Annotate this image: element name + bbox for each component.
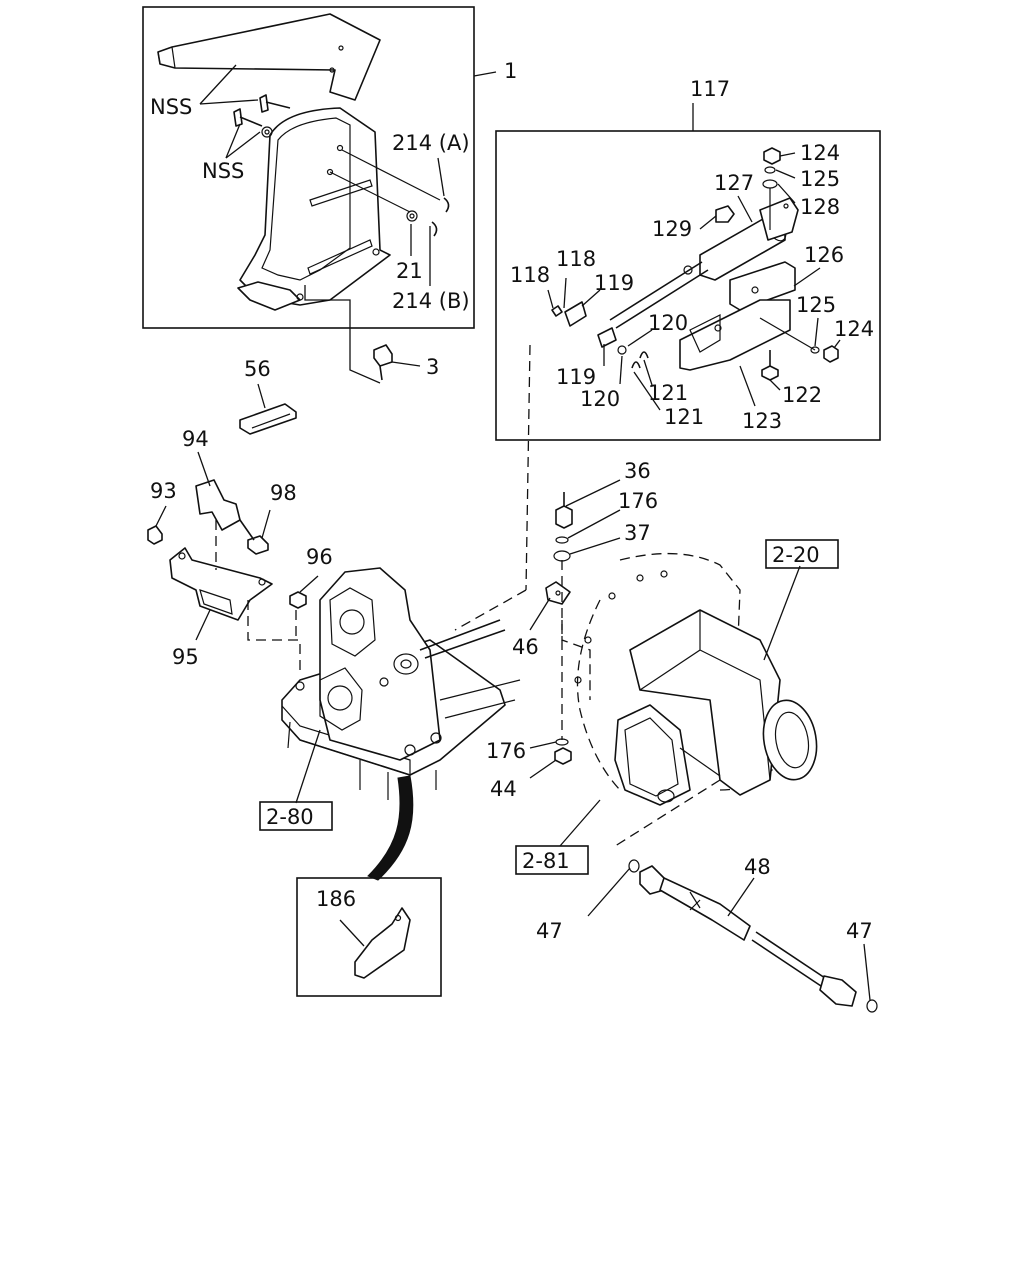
ref-2-20-box	[765, 539, 839, 569]
label-123: 123	[742, 409, 782, 433]
label-120-bottom: 120	[580, 387, 620, 411]
label-122: 122	[782, 383, 822, 407]
label-56: 56	[244, 357, 271, 381]
label-47-left: 47	[536, 919, 563, 943]
label-129: 129	[652, 217, 692, 241]
label-1: 1	[504, 59, 517, 83]
pedal-bracket-assembly	[157, 13, 497, 311]
label-214a: 214 (A)	[392, 131, 470, 155]
label-3: 3	[426, 355, 439, 379]
label-128: 128	[800, 195, 840, 219]
label-118-left: 118	[510, 263, 550, 287]
label-214b: 214 (B)	[392, 289, 470, 313]
label-121-bottom: 121	[664, 405, 704, 429]
shift-bracket-group	[147, 451, 319, 670]
label-126: 126	[804, 243, 844, 267]
detail-pointer	[367, 775, 414, 881]
label-119-top: 119	[594, 271, 634, 295]
label-21: 21	[396, 259, 423, 283]
cylinder-assembly	[547, 147, 841, 411]
label-94: 94	[182, 427, 209, 451]
label-121-top: 121	[648, 381, 688, 405]
label-176-top: 176	[618, 489, 658, 513]
label-186: 186	[316, 887, 356, 911]
label-37: 37	[624, 521, 651, 545]
label-36: 36	[624, 459, 651, 483]
label-93: 93	[150, 479, 177, 503]
label-125-top: 125	[800, 167, 840, 191]
ref-2-80: 2-80	[266, 805, 314, 829]
ref-2-81: 2-81	[522, 849, 570, 873]
label-nss-top: NSS	[150, 95, 192, 119]
label-117: 117	[690, 77, 730, 101]
cylinder-inset-frame	[495, 130, 881, 441]
label-124-bottom: 124	[834, 317, 874, 341]
part-56	[239, 383, 297, 435]
ref-2-20: 2-20	[772, 543, 820, 567]
transmission	[529, 479, 818, 849]
ref-2-81-box	[515, 845, 589, 875]
label-98: 98	[270, 481, 297, 505]
label-124-top: 124	[800, 141, 840, 165]
label-118-right: 118	[556, 247, 596, 271]
label-96: 96	[306, 545, 333, 569]
label-120-top: 120	[648, 311, 688, 335]
label-95: 95	[172, 645, 199, 669]
label-176-bottom: 176	[486, 739, 526, 763]
label-125-bottom: 125	[796, 293, 836, 317]
speedometer-cable	[587, 859, 878, 1013]
detail-186-frame	[296, 877, 442, 997]
bolt-3	[373, 344, 421, 381]
label-46: 46	[512, 635, 539, 659]
label-nss-bottom: NSS	[202, 159, 244, 183]
label-47-right: 47	[846, 919, 873, 943]
pedal-bracket-inset-frame	[142, 6, 475, 329]
label-127: 127	[714, 171, 754, 195]
ref-2-80-box	[259, 801, 333, 831]
shift-tower	[281, 567, 521, 804]
label-44: 44	[490, 777, 517, 801]
label-119-bottom: 119	[556, 365, 596, 389]
label-48: 48	[744, 855, 771, 879]
part-186	[339, 907, 411, 979]
